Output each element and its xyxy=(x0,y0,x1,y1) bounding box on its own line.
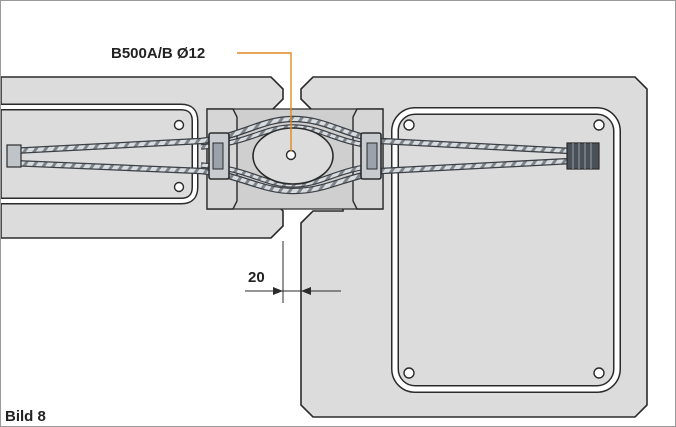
gap-dimension xyxy=(245,241,341,303)
central-rebar xyxy=(252,127,334,185)
rope-box-clamps xyxy=(208,132,382,180)
gap-dimension-value: 20 xyxy=(248,269,265,286)
figure-caption: Bild 8 xyxy=(5,408,46,425)
rebar-leader-line xyxy=(237,52,292,151)
rebar-label: B500A/B Ø12 xyxy=(111,45,205,62)
